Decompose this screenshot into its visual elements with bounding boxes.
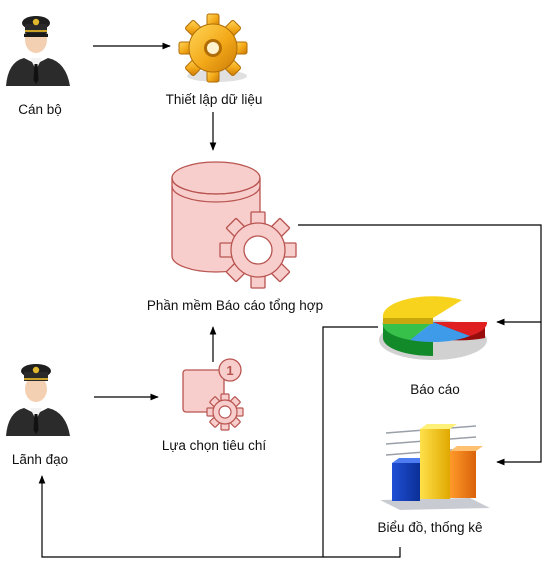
pie-chart-icon bbox=[379, 296, 488, 360]
officer-avatar-icon bbox=[6, 16, 70, 86]
edge-report-to-leader bbox=[322, 326, 378, 557]
criteria-badge: 1 bbox=[226, 363, 233, 378]
bar-chart-icon bbox=[380, 424, 490, 510]
criteria-settings-icon bbox=[182, 358, 244, 431]
edge-software-to-report bbox=[298, 224, 542, 326]
setup-label: Thiết lập dữ liệu bbox=[165, 92, 263, 107]
database-gear-icon bbox=[171, 161, 297, 289]
leader-label: Lãnh đạo bbox=[11, 452, 69, 467]
leader-avatar-icon bbox=[6, 364, 70, 436]
officer-label: Cán bộ bbox=[18, 102, 62, 117]
report-label: Báo cáo bbox=[410, 382, 460, 397]
stats-label: Biểu đồ, thống kê bbox=[377, 520, 483, 535]
criteria-label: Lựa chọn tiêu chí bbox=[161, 438, 267, 453]
edge-software-to-stats bbox=[496, 322, 542, 466]
gear-icon bbox=[178, 13, 248, 83]
software-label: Phần mềm Báo cáo tổng hợp bbox=[146, 298, 324, 313]
edge-stats-to-leader bbox=[38, 475, 401, 558]
